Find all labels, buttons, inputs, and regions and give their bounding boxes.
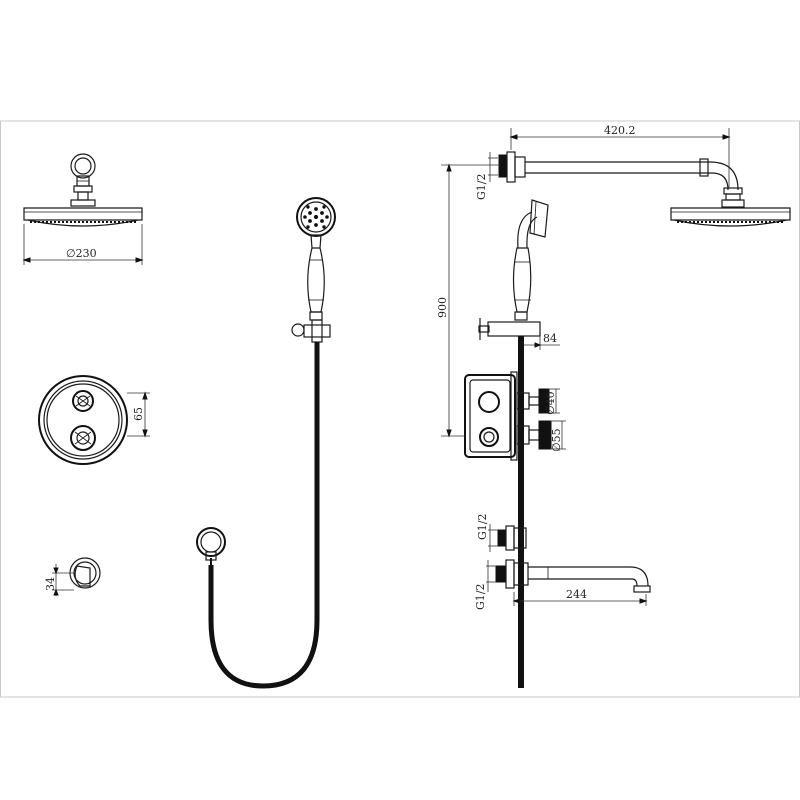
dim-spout-height: 34 (44, 564, 74, 596)
label-spout-height: 34 (44, 577, 57, 591)
side-bath-spout (495, 559, 651, 593)
label-slide-projection: 84 (543, 332, 557, 345)
dim-knob-small: ∅40 (544, 388, 560, 415)
label-spout-length: 244 (566, 588, 587, 601)
side-lower-outlet (497, 525, 527, 551)
label-thread-middle: G1/2 (476, 514, 489, 541)
dim-spout-length: 244 (512, 588, 648, 606)
dim-knob-large: ∅55 (550, 420, 566, 452)
hand-shower (296, 197, 336, 321)
dim-thread-top: G1/2 (475, 152, 498, 200)
label-knob-large-diameter: ∅55 (550, 428, 563, 452)
side-valve-body (464, 371, 552, 461)
side-hand-shower (512, 199, 549, 321)
label-shower-head-diameter: ∅230 (66, 247, 97, 260)
label-thread-top: G1/2 (475, 174, 488, 201)
label-total-height: 900 (436, 297, 449, 318)
dim-arm-length: 420.2 (509, 124, 731, 188)
dim-thread-middle: G1/2 (476, 514, 498, 552)
label-arm-length: 420.2 (604, 124, 636, 137)
shower-hose (208, 342, 320, 689)
hand-shower-holder (291, 319, 331, 343)
dim-total-height: 900 (436, 163, 500, 438)
side-arm-assembly (498, 151, 791, 227)
side-holder-bracket (478, 318, 541, 340)
label-valve-plate-height: 65 (132, 407, 145, 421)
front-shower-head (23, 153, 143, 227)
front-valve-plate (38, 375, 128, 465)
dim-shower-head-diameter: ∅230 (22, 224, 144, 265)
label-thread-bottom: G1/2 (474, 584, 487, 611)
dim-valve-plate-height: 65 (127, 391, 150, 438)
wall-outlet-elbow (196, 527, 226, 561)
dim-thread-bottom: G1/2 (474, 560, 496, 610)
dim-slide-projection: 84 (520, 332, 560, 350)
label-knob-small-diameter: ∅40 (544, 391, 557, 415)
front-spout (69, 557, 101, 589)
